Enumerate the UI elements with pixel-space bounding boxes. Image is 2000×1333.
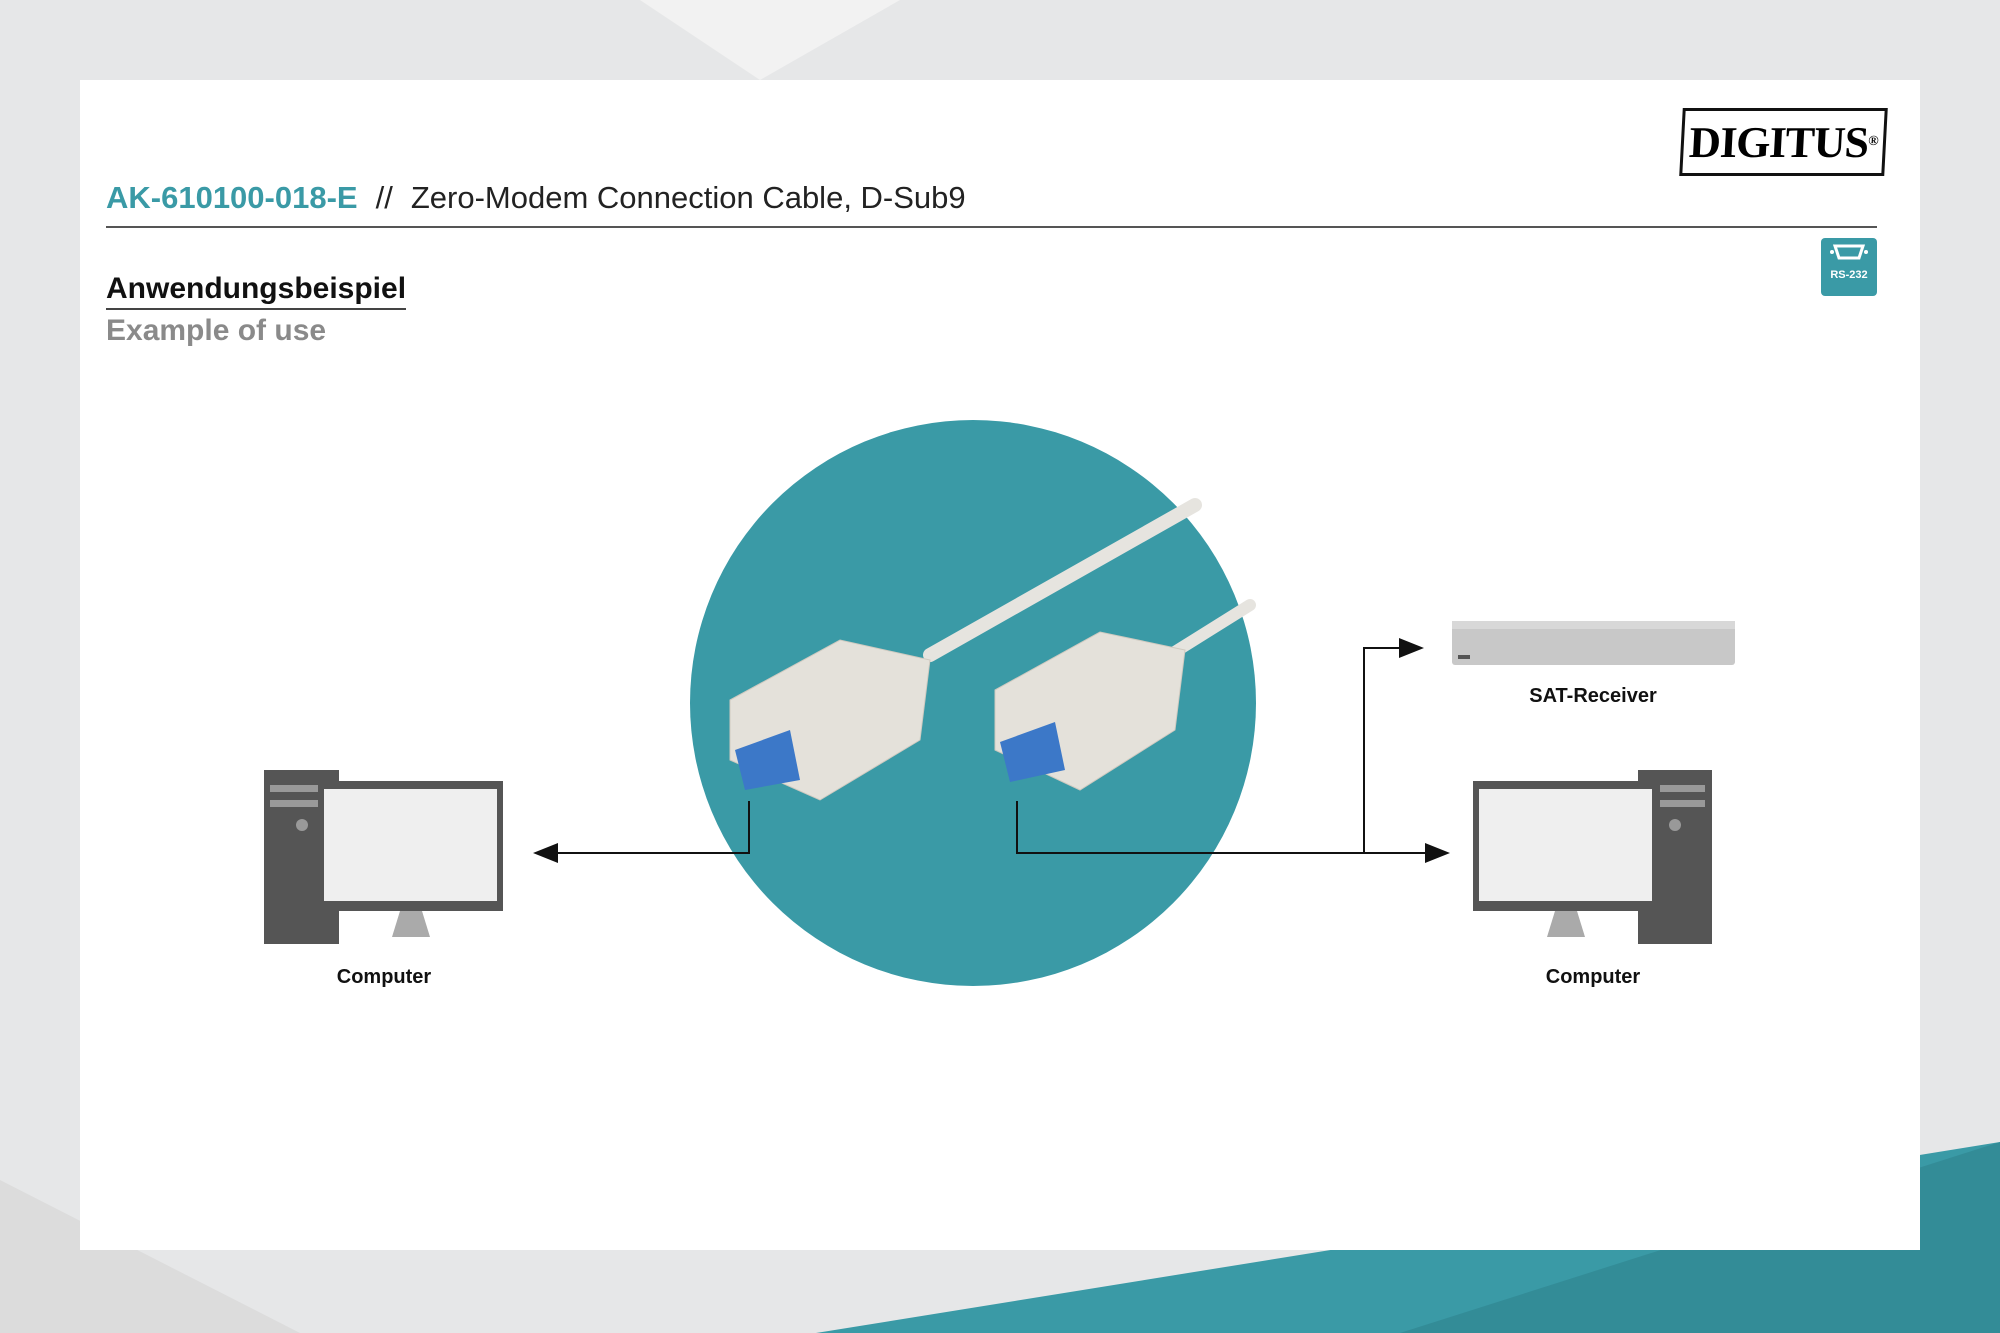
sat-receiver-icon xyxy=(1452,621,1735,665)
right-computer-label: Computer xyxy=(1545,966,1641,988)
rs232-label: RS-232 xyxy=(1830,269,1868,281)
cable xyxy=(923,498,1256,662)
arrows xyxy=(550,647,1430,854)
arrow-right-icon xyxy=(1425,843,1450,863)
arrow-up-right-icon xyxy=(1399,638,1424,658)
title-separator: // xyxy=(375,180,393,215)
arrow-left-icon xyxy=(533,843,558,863)
rs232-connector-icon xyxy=(1830,244,1868,260)
header-divider xyxy=(106,226,1877,228)
sat-receiver-label: SAT-Receiver xyxy=(1529,685,1657,707)
computer-left-icon xyxy=(264,770,503,944)
section-title-de: Anwendungsbeispiel xyxy=(106,272,407,310)
page-title: AK-610100-018-E // Zero-Modem Connection C… xyxy=(106,180,966,216)
computer-right-icon xyxy=(1473,770,1712,944)
rs232-badge: RS-232 xyxy=(1821,238,1877,296)
d-sub9-connector-left-icon xyxy=(729,639,931,801)
cable-photo-circle xyxy=(690,420,1256,986)
d-sub9-connector-right-icon xyxy=(994,631,1186,791)
section-title-en: Example of use xyxy=(106,314,327,347)
product-name: Zero-Modem Connection Cable, D-Sub9 xyxy=(410,180,966,215)
left-computer-label: Computer xyxy=(336,966,432,988)
product-code: AK-610100-018-E xyxy=(106,180,358,215)
